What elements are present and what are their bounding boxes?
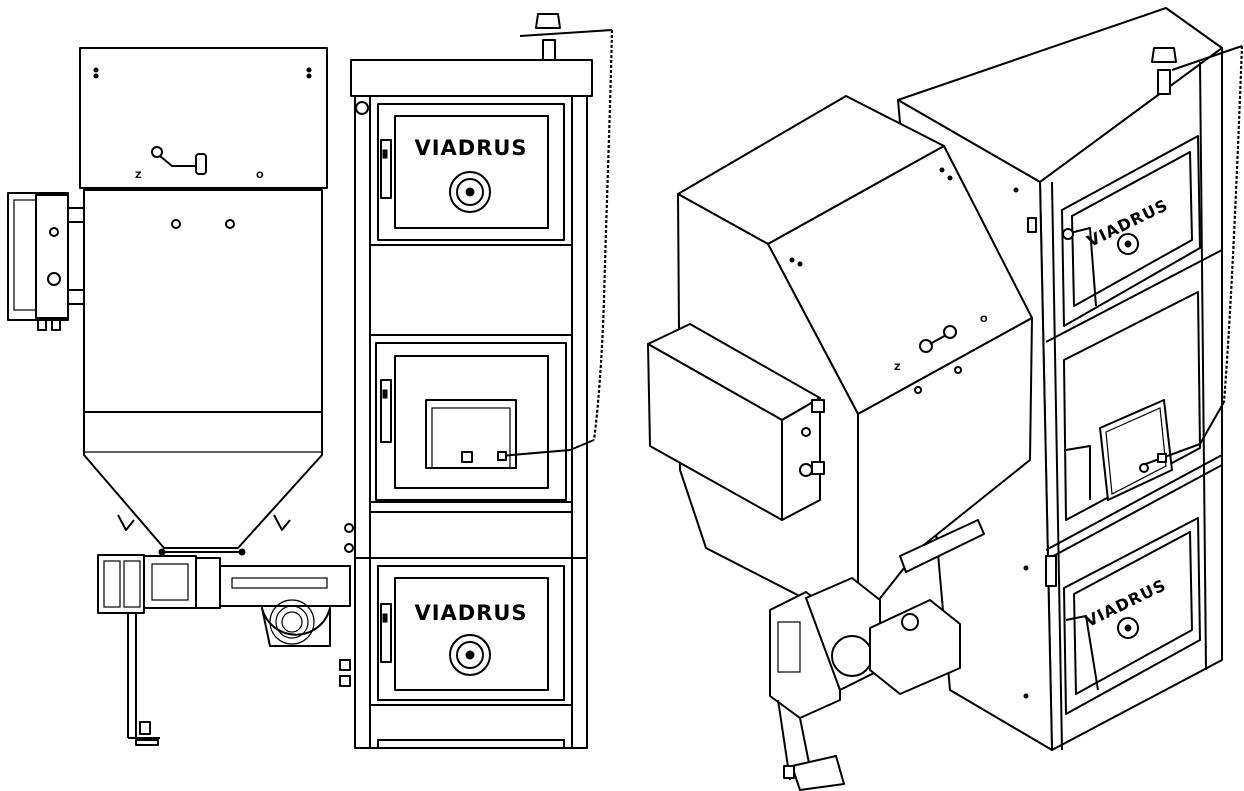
iso-lower-door: VIADRUS <box>1063 517 1201 715</box>
brand-logo-lower: VIADRUS <box>414 601 527 625</box>
control-box <box>7 192 85 331</box>
iso-feeder-assembly <box>769 519 985 791</box>
iso-upper-door: VIADRUS <box>1061 135 1201 327</box>
draft-chain <box>592 29 614 441</box>
iso-draft-chain <box>1222 45 1244 403</box>
lid-mark-o: O <box>256 171 264 181</box>
feeder-assembly <box>97 548 351 746</box>
fuel-hopper <box>83 189 323 549</box>
upper-door: VIADRUS <box>377 103 565 241</box>
brand-logo-upper: VIADRUS <box>414 136 527 160</box>
iso-lid-mark-o: O <box>980 315 988 325</box>
isometric-view: VIADRUS VIADRUS <box>647 7 1244 791</box>
iso-middle-door <box>1063 291 1225 521</box>
lower-door: VIADRUS <box>377 565 565 701</box>
middle-door <box>375 342 595 501</box>
hopper-lid: Z O <box>79 47 328 189</box>
iso-control-box <box>647 323 825 521</box>
iso-lid-mark-z: Z <box>894 363 901 373</box>
lid-mark-z: Z <box>135 171 142 181</box>
front-view: Z O <box>7 13 614 749</box>
